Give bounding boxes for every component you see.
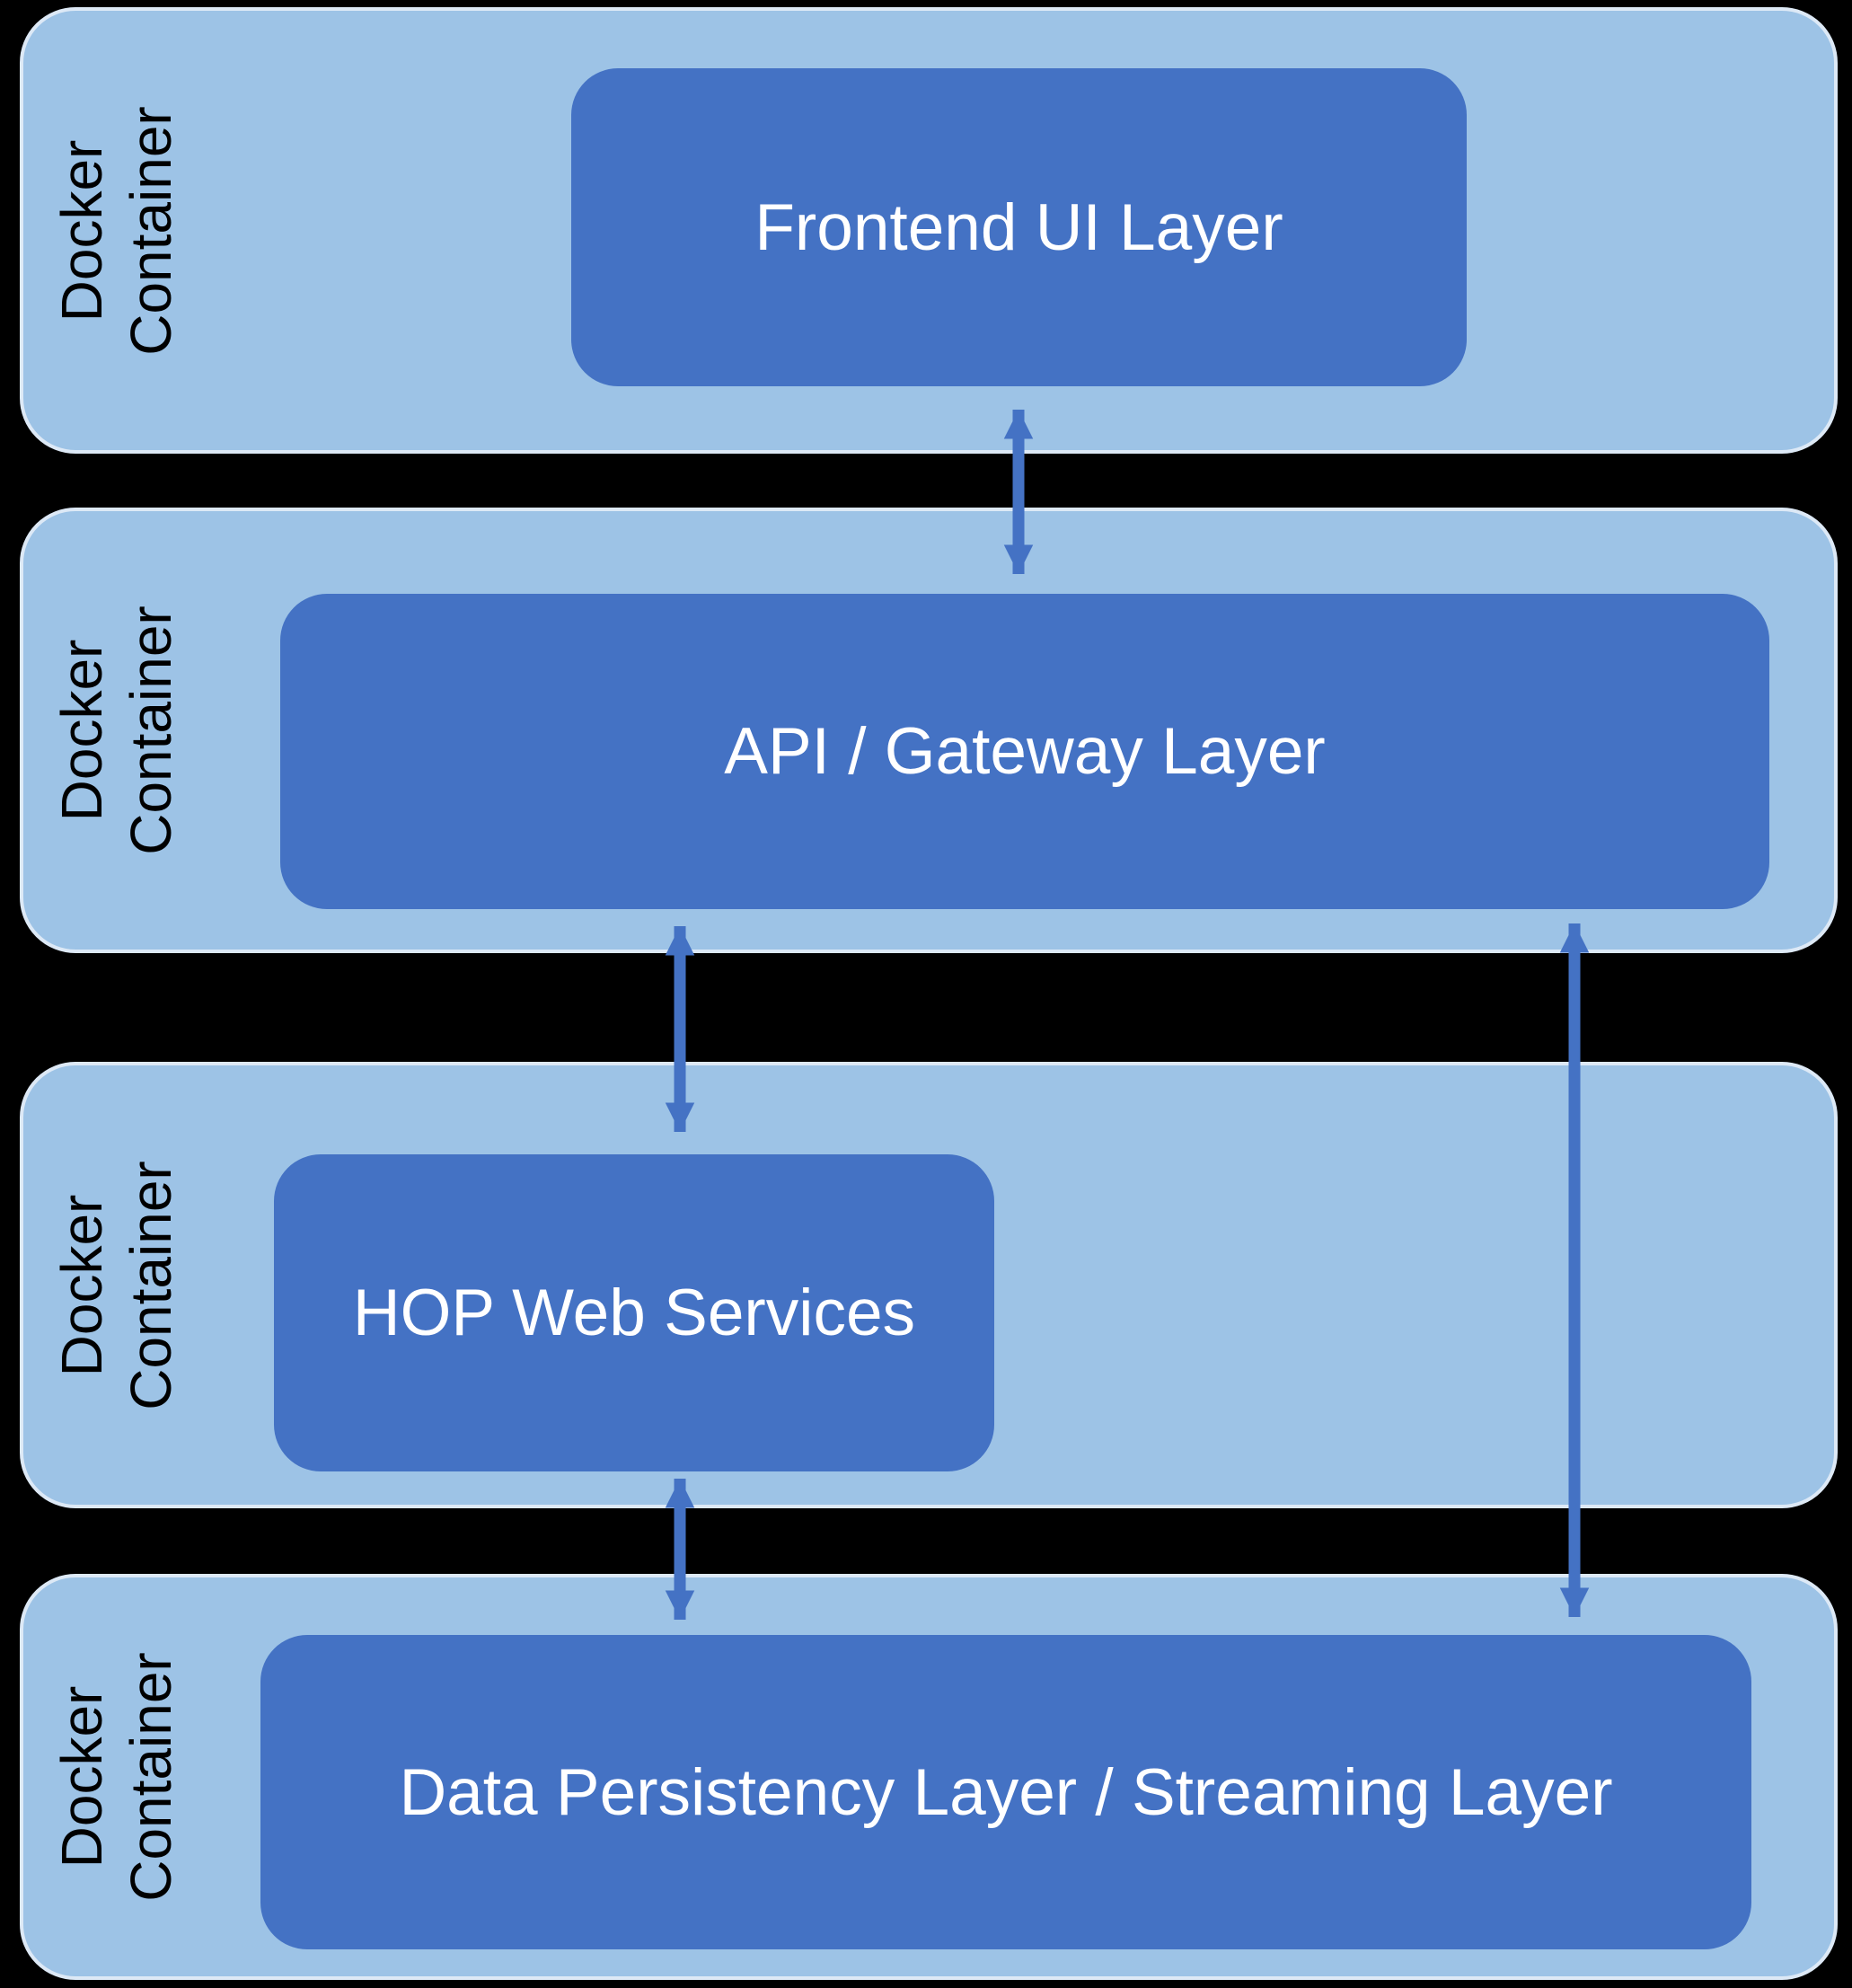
data-persistency-layer-box: Data Persistency Layer / Streaming Layer (260, 1635, 1751, 1949)
frontend-ui-layer-box: Frontend UI Layer (571, 68, 1467, 386)
api-gateway-layer-box: API / Gateway Layer (280, 594, 1769, 909)
data-persistency-layer-label: Data Persistency Layer / Streaming Layer (399, 1755, 1613, 1829)
docker-container-data-persistency: Docker Container Data Persistency Layer … (20, 1574, 1838, 1980)
docker-container-side-label: Docker Container (49, 1160, 183, 1410)
docker-container-api-gateway: Docker Container API / Gateway Layer (20, 508, 1838, 953)
frontend-ui-layer-label: Frontend UI Layer (754, 190, 1283, 264)
api-gateway-layer-label: API / Gateway Layer (724, 715, 1326, 788)
docker-container-frontend: Docker Container Frontend UI Layer (20, 7, 1838, 454)
docker-container-side-label: Docker Container (49, 105, 183, 356)
docker-container-side-label: Docker Container (49, 605, 183, 855)
hop-web-services-box: HOP Web Services (274, 1154, 994, 1471)
hop-web-services-label: HOP Web Services (352, 1277, 916, 1349)
docker-container-hop-web-services: Docker Container HOP Web Services (20, 1062, 1838, 1508)
docker-container-side-label: Docker Container (49, 1652, 183, 1902)
